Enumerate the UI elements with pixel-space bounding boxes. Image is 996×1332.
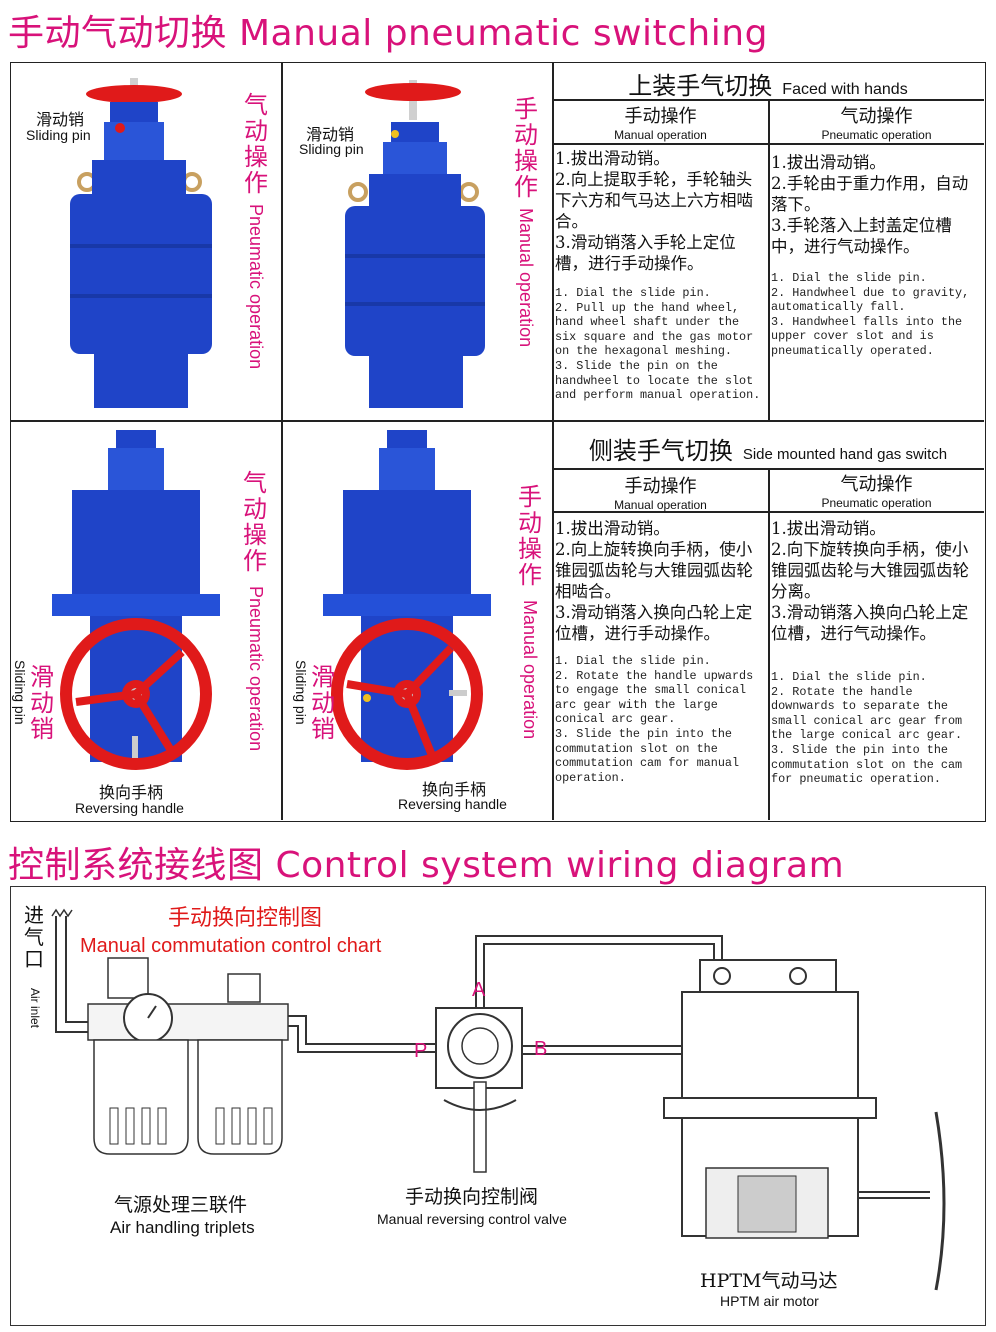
sliding-pin-label-en-2: Sliding pin xyxy=(299,141,364,157)
mode-label-en-3: Pneumatic operation xyxy=(246,586,266,752)
chart-title-cn: 手动换向控制图 xyxy=(168,906,323,931)
top-manual-steps-cn: 1.拔出滑动销。 2.向上提取手轮，手轮轴头下六方和气马达上六方相啮合。 3.滑… xyxy=(555,149,753,273)
valve-label-en: Manual reversing control valve xyxy=(377,1211,567,1227)
top-col-pneu-cn: 气动操作 xyxy=(840,106,913,127)
triplet-label-en: Air handling triplets xyxy=(110,1218,255,1237)
reversing-handle-label-en: Reversing handle xyxy=(75,800,184,816)
side-mounted-actuator-pneumatic xyxy=(52,430,220,770)
top-section-title: 上装手气切换 Faced with hands xyxy=(553,66,983,101)
mode-label-cn-3: 气动操作 xyxy=(243,469,267,575)
top-manual-steps-en: 1. Dial the slide pin. 2. Pull up the ha… xyxy=(555,286,761,403)
side-section-title-en: Side mounted hand gas switch xyxy=(742,446,948,463)
top-mounted-actuator-manual xyxy=(345,80,485,408)
sliding-pin-label-cn: 滑动销 xyxy=(36,110,85,129)
top-col-manual-en: Manual operation xyxy=(614,128,707,142)
chart-title-en: Manual commutation control chart xyxy=(80,935,382,957)
reversing-handle-label-cn-2: 换向手柄 xyxy=(422,780,487,799)
side-section-title: 侧装手气切换 Side mounted hand gas switch xyxy=(553,431,983,466)
motor-label-en: HPTM air motor xyxy=(720,1293,819,1309)
side-section-title-cn: 侧装手气切换 xyxy=(588,437,733,465)
section-heading-wiring: 控制系统接线图 Control system wiring diagram xyxy=(8,845,845,886)
top-col-pneu-head: 气动操作 Pneumatic operation xyxy=(769,102,984,142)
sliding-pin-label-cn-2: 滑动销 xyxy=(306,125,355,144)
side-manual-steps: 1.拔出滑动销。 2.向上旋转换向手柄，使小锥园弧齿轮与大锥园弧齿轮相啮合。 3… xyxy=(555,518,765,785)
mode-label-en-4: Manual operation xyxy=(520,600,540,740)
side-col-manual-cn: 手动操作 xyxy=(624,476,697,497)
sliding-pin-label-en-4: Sliding pin xyxy=(293,660,309,725)
air-inlet-label-cn: 进气口 xyxy=(24,903,44,971)
top-section-title-cn: 上装手气切换 xyxy=(628,72,773,100)
side-col-manual-head: 手动操作 Manual operation xyxy=(553,472,768,512)
reversing-handle-label-cn: 换向手柄 xyxy=(99,783,164,802)
triplet-label-cn: 气源处理三联件 xyxy=(114,1194,248,1216)
side-col-pneu-head: 气动操作 Pneumatic operation xyxy=(769,470,984,510)
mode-label-cn: 气动操作 xyxy=(244,91,268,197)
mode-label-en-2: Manual operation xyxy=(516,208,536,348)
sliding-pin-label-en-3: Sliding pin xyxy=(12,660,28,725)
motor-label-cn: HPTM气动马达 xyxy=(700,1270,838,1292)
side-manual-steps-en: 1. Dial the slide pin. 2. Rotate the han… xyxy=(555,654,754,785)
top-pneu-steps-cn: 1.拔出滑动销。 2.手轮由于重力作用，自动落下。 3.手轮落入上封盖定位槽中，… xyxy=(771,153,969,256)
side-col-manual-en: Manual operation xyxy=(614,498,707,512)
side-col-pneu-en: Pneumatic operation xyxy=(821,496,932,510)
mode-label-cn-2: 手动操作 xyxy=(514,95,538,201)
sliding-pin-label-en: Sliding pin xyxy=(26,127,91,143)
side-pneu-steps-cn: 1.拔出滑动销。 2.向下旋转换向手柄，使小锥园弧齿轮与大锥园弧齿轮分离。 3.… xyxy=(771,519,969,643)
port-a-label: A xyxy=(472,979,486,1001)
page-title: 手动气动切换 Manual pneumatic switching xyxy=(8,13,768,54)
mode-label-en: Pneumatic operation xyxy=(246,204,266,370)
top-pneu-steps: 1.拔出滑动销。 2.手轮由于重力作用，自动落下。 3.手轮落入上封盖定位槽中，… xyxy=(771,152,981,359)
side-pneu-steps-en: 1. Dial the slide pin. 2. Rotate the han… xyxy=(771,670,963,787)
top-col-pneu-en: Pneumatic operation xyxy=(821,128,932,142)
mode-label-cn-4: 手动操作 xyxy=(518,483,542,589)
side-pneu-steps: 1.拔出滑动销。 2.向下旋转换向手柄，使小锥园弧齿轮与大锥园弧齿轮分离。 3.… xyxy=(771,518,981,787)
port-p-label: P xyxy=(414,1040,428,1062)
side-col-pneu-cn: 气动操作 xyxy=(840,474,913,495)
side-mounted-actuator-manual xyxy=(323,430,491,770)
top-pneu-steps-en: 1. Dial the slide pin. 2. Handwheel due … xyxy=(771,271,970,358)
top-manual-steps: 1.拔出滑动销。 2.向上提取手轮，手轮轴头下六方和气马达上六方相啮合。 3.滑… xyxy=(555,148,765,403)
air-inlet-label-en: Air inlet xyxy=(28,988,42,1029)
operation-table xyxy=(10,62,986,822)
wiring-diagram xyxy=(10,886,986,1326)
top-mounted-actuator-pneumatic xyxy=(70,78,212,408)
sliding-pin-label-cn-3: 滑动销 xyxy=(30,663,54,743)
top-col-manual-head: 手动操作 Manual operation xyxy=(553,102,768,142)
top-section-title-en: Faced with hands xyxy=(782,81,908,98)
side-manual-steps-cn: 1.拔出滑动销。 2.向上旋转换向手柄，使小锥园弧齿轮与大锥园弧齿轮相啮合。 3… xyxy=(555,519,753,643)
sliding-pin-label-cn-4: 滑动销 xyxy=(311,663,335,743)
wiring-diagram-drawing xyxy=(51,908,946,1291)
valve-label-cn: 手动换向控制阀 xyxy=(405,1186,539,1208)
port-b-label: B xyxy=(534,1038,548,1060)
reversing-handle-label-en-2: Reversing handle xyxy=(398,796,507,812)
top-col-manual-cn: 手动操作 xyxy=(624,106,697,127)
